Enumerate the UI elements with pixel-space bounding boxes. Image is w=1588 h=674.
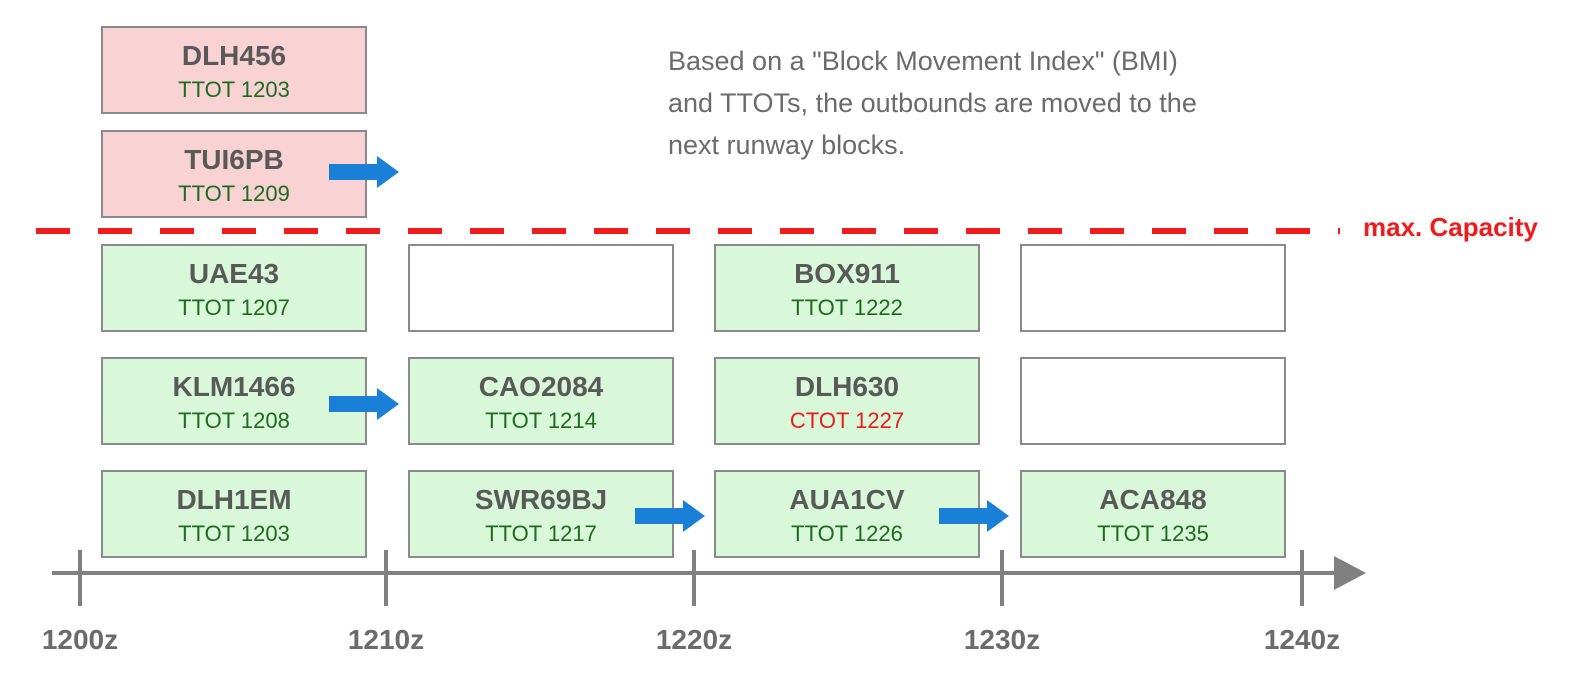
flight-block: AUA1CV TTOT 1226 — [714, 470, 980, 558]
flight-block: ACA848 TTOT 1235 — [1020, 470, 1286, 558]
axis-tick-label: 1220z — [655, 624, 733, 655]
axis-tick-label: 1230z — [963, 624, 1041, 655]
flight-callsign: AUA1CV — [789, 484, 905, 515]
flight-time: TTOT 1203 — [178, 77, 290, 102]
flight-time: TTOT 1226 — [791, 521, 903, 546]
flight-callsign: ACA848 — [1099, 484, 1207, 515]
flight-block: DLH1EM TTOT 1203 — [101, 470, 367, 558]
flight-time: CTOT 1227 — [789, 408, 905, 433]
flight-block: DLH630 CTOT 1227 — [714, 357, 980, 445]
flight-callsign: DLH630 — [794, 371, 900, 402]
flight-block-over-capacity: DLH456 TTOT 1203 — [101, 26, 367, 114]
flight-time: TTOT 1222 — [791, 295, 903, 320]
empty-slot — [1020, 357, 1286, 445]
axis-tick-label: 1240z — [1263, 624, 1341, 655]
flight-callsign: UAE43 — [188, 258, 280, 289]
flight-time: TTOT 1203 — [178, 521, 290, 546]
flight-callsign: DLH456 — [181, 40, 287, 71]
flight-block: KLM1466 TTOT 1208 — [101, 357, 367, 445]
flight-block-over-capacity: TUI6PB TTOT 1209 — [101, 130, 367, 218]
description-line-1: Based on a "Block Movement Index" (BMI) — [668, 46, 1178, 76]
flight-time: TTOT 1235 — [1097, 521, 1209, 546]
flight-block: CAO2084 TTOT 1214 — [408, 357, 674, 445]
flight-time: TTOT 1207 — [178, 295, 290, 320]
max-capacity-label: max. Capacity — [1363, 212, 1538, 242]
flight-time: TTOT 1214 — [485, 408, 597, 433]
empty-slot — [1020, 244, 1286, 332]
flight-callsign: CAO2084 — [478, 371, 604, 402]
empty-slot — [408, 244, 674, 332]
flight-callsign: BOX911 — [794, 258, 900, 289]
description-line-3: next runway blocks. — [668, 130, 906, 160]
flight-time: TTOT 1217 — [485, 521, 597, 546]
flight-callsign: DLH1EM — [176, 484, 292, 515]
flight-callsign: KLM1466 — [172, 371, 296, 402]
flight-block: BOX911 TTOT 1222 — [714, 244, 980, 332]
flight-callsign: SWR69BJ — [474, 484, 608, 515]
flight-block: SWR69BJ TTOT 1217 — [408, 470, 674, 558]
flight-time: TTOT 1208 — [178, 408, 290, 433]
flight-block: UAE43 TTOT 1207 — [101, 244, 367, 332]
description-line-2: and TTOTs, the outbounds are moved to th… — [668, 88, 1197, 118]
axis-tick-label: 1200z — [41, 624, 119, 655]
axis-tick-label: 1210z — [347, 624, 425, 655]
time-axis-arrowhead — [1334, 556, 1366, 590]
flight-time: TTOT 1209 — [178, 181, 290, 206]
flight-callsign: TUI6PB — [184, 144, 284, 175]
description-text: Based on a "Block Movement Index" (BMI) … — [668, 40, 1308, 166]
